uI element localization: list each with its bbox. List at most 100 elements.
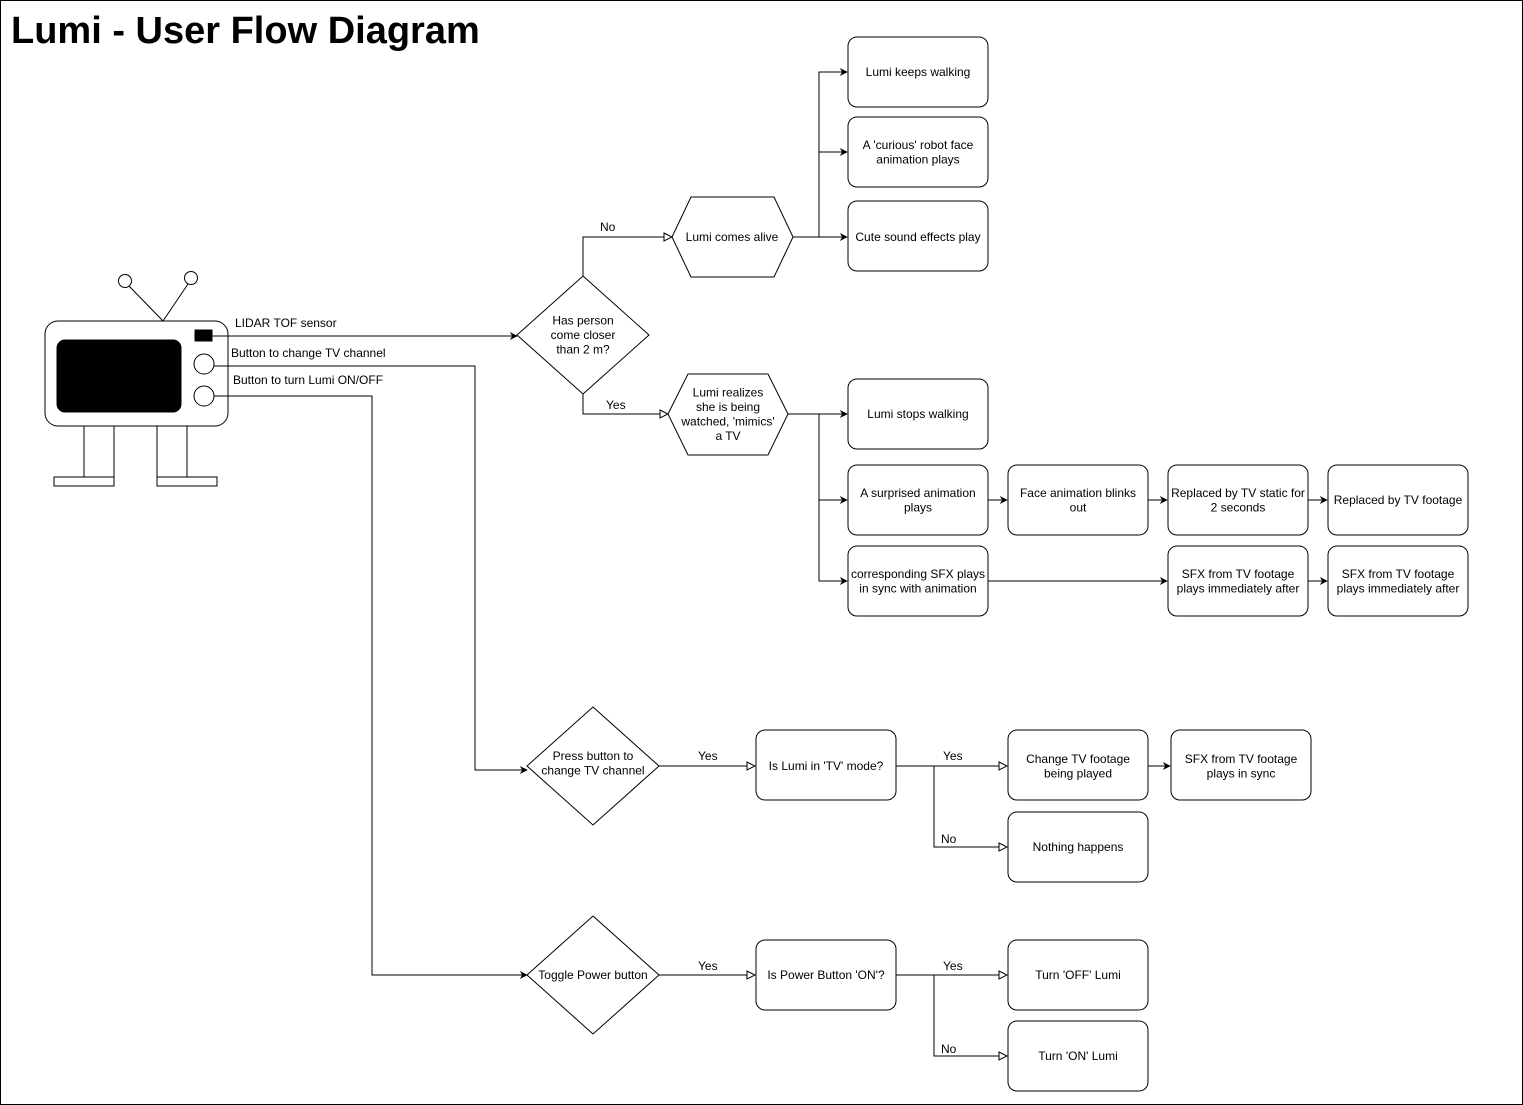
- node-label-line: A 'curious' robot face: [863, 138, 974, 152]
- edge-poweron-no: [933, 975, 1007, 1056]
- box-sfx-after-1: [1167, 545, 1309, 617]
- box-sfx-in-sync: [1170, 729, 1312, 801]
- node-label-nothing-happens: Nothing happens: [1033, 840, 1124, 854]
- node-label-tv-footage: Replaced by TV footage: [1334, 493, 1463, 507]
- node-label-line: plays: [904, 500, 932, 514]
- edge-label-yes: Yes: [943, 749, 963, 763]
- node-label-line: a TV: [715, 429, 740, 443]
- decision-has-person-closer: [516, 275, 650, 395]
- node-label-turn-on: Turn 'ON' Lumi: [1038, 1049, 1118, 1063]
- node-label-toggle-power: Toggle Power button: [538, 968, 647, 982]
- node-label-cute-sound: Cute sound effects play: [855, 230, 980, 244]
- node-label-is-tv-mode: Is Lumi in 'TV' mode?: [769, 759, 884, 773]
- decision-press-channel: [526, 706, 660, 826]
- node-label-line: SFX from TV footage: [1185, 752, 1298, 766]
- node-label-line: watched, 'mimics': [680, 414, 774, 428]
- process-comes-alive: [671, 196, 794, 278]
- node-label-line: corresponding SFX plays: [851, 567, 985, 581]
- lidar-sensor-icon: [194, 329, 213, 342]
- node-label-turn-off: Turn 'OFF' Lumi: [1035, 968, 1120, 982]
- edge-label-yes: Yes: [698, 959, 718, 973]
- edge-tvmode-no: [933, 766, 1007, 847]
- tv-antenna-left: [128, 285, 164, 322]
- channel-button-icon[interactable]: [193, 353, 215, 375]
- edge-label-no: No: [941, 832, 957, 846]
- edge-no-comes-alive: [582, 237, 672, 276]
- node-label-line: Lumi keeps walking: [866, 65, 971, 79]
- tv-leg-right: [156, 425, 188, 478]
- box-change-footage: [1007, 729, 1149, 801]
- edge-label-yes: Yes: [698, 749, 718, 763]
- box-is-tv-mode: [755, 729, 897, 801]
- node-label-line: Nothing happens: [1033, 840, 1124, 854]
- box-cute-sound: [847, 200, 989, 272]
- node-label-line: Toggle Power button: [538, 968, 647, 982]
- node-label-line: out: [1070, 500, 1087, 514]
- tv-robot-illustration: [44, 271, 229, 487]
- node-label-line: plays in sync: [1207, 766, 1276, 780]
- node-label-line: in sync with animation: [859, 581, 976, 595]
- tv-antenna-tip-right: [184, 271, 198, 285]
- node-label-line: Turn 'ON' Lumi: [1038, 1049, 1118, 1063]
- node-label-line: Replaced by TV static for: [1171, 486, 1305, 500]
- box-nothing-happens: [1007, 811, 1149, 883]
- connectors: [212, 68, 1328, 1056]
- edge-channel-button-to-press: [214, 365, 528, 774]
- diagram-title: Lumi - User Flow Diagram: [11, 10, 480, 52]
- power-button-label: Button to turn Lumi ON/OFF: [233, 373, 383, 387]
- node-label-line: Is Lumi in 'TV' mode?: [769, 759, 884, 773]
- node-label-line: 2 seconds: [1211, 500, 1266, 514]
- decision-toggle-power: [526, 915, 660, 1035]
- node-label-is-power-on: Is Power Button 'ON'?: [767, 968, 885, 982]
- edge-label-yes: Yes: [943, 959, 963, 973]
- tv-antenna-right: [162, 283, 189, 322]
- node-label-line: she is being: [696, 400, 760, 414]
- tv-screen: [56, 339, 182, 413]
- node-label-comes-alive: Lumi comes alive: [686, 230, 779, 244]
- tv-leg-left: [83, 425, 115, 478]
- nodes: [516, 36, 1469, 1092]
- edge-realizes-to-sfx: [818, 414, 848, 585]
- box-blinks-out: [1007, 464, 1149, 536]
- edge-label-yes: Yes: [606, 398, 626, 412]
- edge-label-no: No: [941, 1042, 957, 1056]
- node-label-line: Lumi realizes: [693, 385, 764, 399]
- node-label-line: Lumi stops walking: [867, 407, 968, 421]
- node-label-line: Is Power Button 'ON'?: [767, 968, 885, 982]
- box-turn-on: [1007, 1020, 1149, 1092]
- channel-button-label: Button to change TV channel: [231, 346, 386, 360]
- box-tv-static: [1167, 464, 1309, 536]
- box-is-power-on: [755, 939, 897, 1011]
- node-label-line: Change TV footage: [1026, 752, 1130, 766]
- node-label-line: Lumi comes alive: [686, 230, 779, 244]
- node-label-line: change TV channel: [541, 763, 644, 777]
- tv-foot-right: [156, 476, 218, 487]
- box-tv-footage: [1327, 464, 1469, 536]
- node-label-line: plays immediately after: [1177, 581, 1300, 595]
- edge-alive-to-walking: [793, 68, 848, 238]
- box-curious-face: [847, 116, 989, 188]
- power-button-icon[interactable]: [193, 385, 215, 407]
- box-surprised-animation: [847, 464, 989, 536]
- process-realizes: [667, 373, 789, 456]
- lidar-sensor-label: LIDAR TOF sensor: [235, 316, 337, 330]
- node-label-line: SFX from TV footage: [1342, 567, 1455, 581]
- edge-power-button-to-toggle: [214, 395, 528, 979]
- node-label-line: Cute sound effects play: [855, 230, 980, 244]
- edge-yes-realizes: [582, 394, 668, 414]
- box-stops-walking: [847, 378, 989, 450]
- node-label-line: Replaced by TV footage: [1334, 493, 1463, 507]
- node-label-line: Has person: [552, 314, 613, 328]
